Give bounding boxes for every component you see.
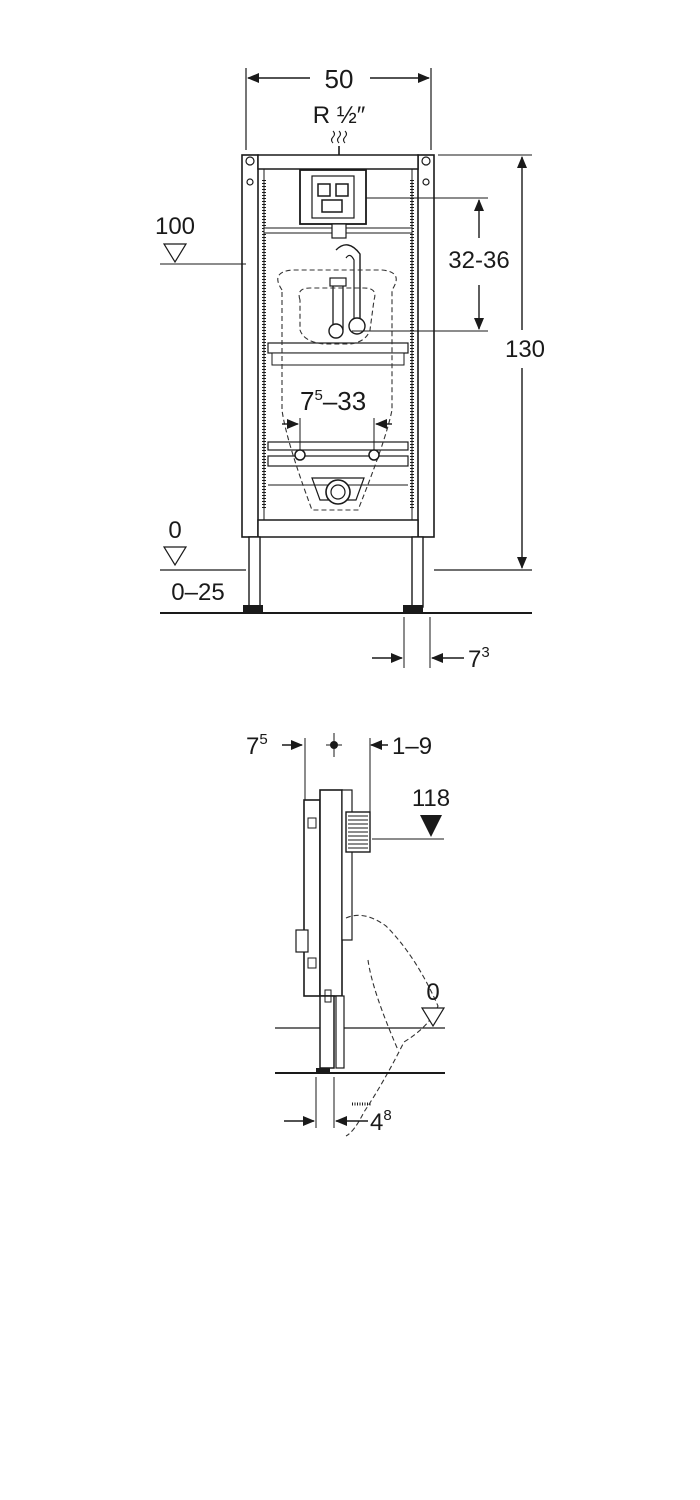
urinal-outline-front — [277, 269, 397, 511]
flush-valve-box — [299, 169, 488, 225]
drain-pipe — [328, 223, 488, 339]
floor-range-label: 0–25 — [171, 579, 224, 606]
foot-dimension-front: 73 — [372, 617, 490, 673]
dimension-130: 130 — [438, 154, 545, 569]
frame-side — [295, 789, 372, 1106]
outlet-bracket — [311, 477, 365, 505]
level-0-front: 0 — [160, 517, 532, 571]
foot-side-base: 4 — [370, 1109, 383, 1136]
level-0-side-label: 0 — [426, 979, 439, 1006]
svg-text:48: 48 — [370, 1107, 392, 1136]
dimension-32-36: 32-36 — [448, 199, 510, 330]
depth-base: 7 — [246, 733, 259, 760]
offset-label: 1–9 — [392, 733, 432, 760]
bolt-spacing-rest: –33 — [323, 386, 366, 416]
urinal-outline-side — [345, 914, 439, 1137]
connection-label: R ½″ — [313, 102, 366, 129]
front-view: 50 R ½″ — [155, 64, 545, 673]
foot-side-sup: 8 — [383, 1107, 391, 1124]
svg-text:75–33: 75–33 — [300, 386, 366, 416]
bolt-spacing: 75–33 — [282, 386, 392, 461]
level-118: 118 — [372, 785, 450, 840]
foot-front-base: 7 — [468, 646, 481, 673]
width-label: 50 — [325, 64, 354, 94]
foot-front-sup: 3 — [481, 644, 489, 661]
level-0-side: 0 — [275, 979, 446, 1074]
floor-range: 0–25 — [160, 579, 532, 614]
svg-text:75: 75 — [246, 731, 268, 760]
depth-dimension: 75 1–9 — [246, 731, 432, 812]
side-view: 75 1–9 118 — [246, 731, 450, 1137]
level-118-label: 118 — [412, 785, 450, 812]
level-100-label: 100 — [155, 213, 195, 240]
foot-dimension-side: 48 — [284, 1077, 392, 1136]
svg-text:73: 73 — [468, 644, 490, 673]
depth-sup: 5 — [259, 731, 267, 748]
dimension-32-36-label: 32-36 — [448, 247, 509, 274]
level-100: 100 — [155, 213, 246, 265]
level-0-front-label: 0 — [168, 517, 181, 544]
dimension-130-label: 130 — [505, 336, 545, 363]
bolt-spacing-sup: 5 — [314, 387, 322, 404]
frame-front — [241, 154, 435, 612]
width-dimension: 50 — [245, 64, 432, 150]
bolt-spacing-base: 7 — [300, 386, 314, 416]
